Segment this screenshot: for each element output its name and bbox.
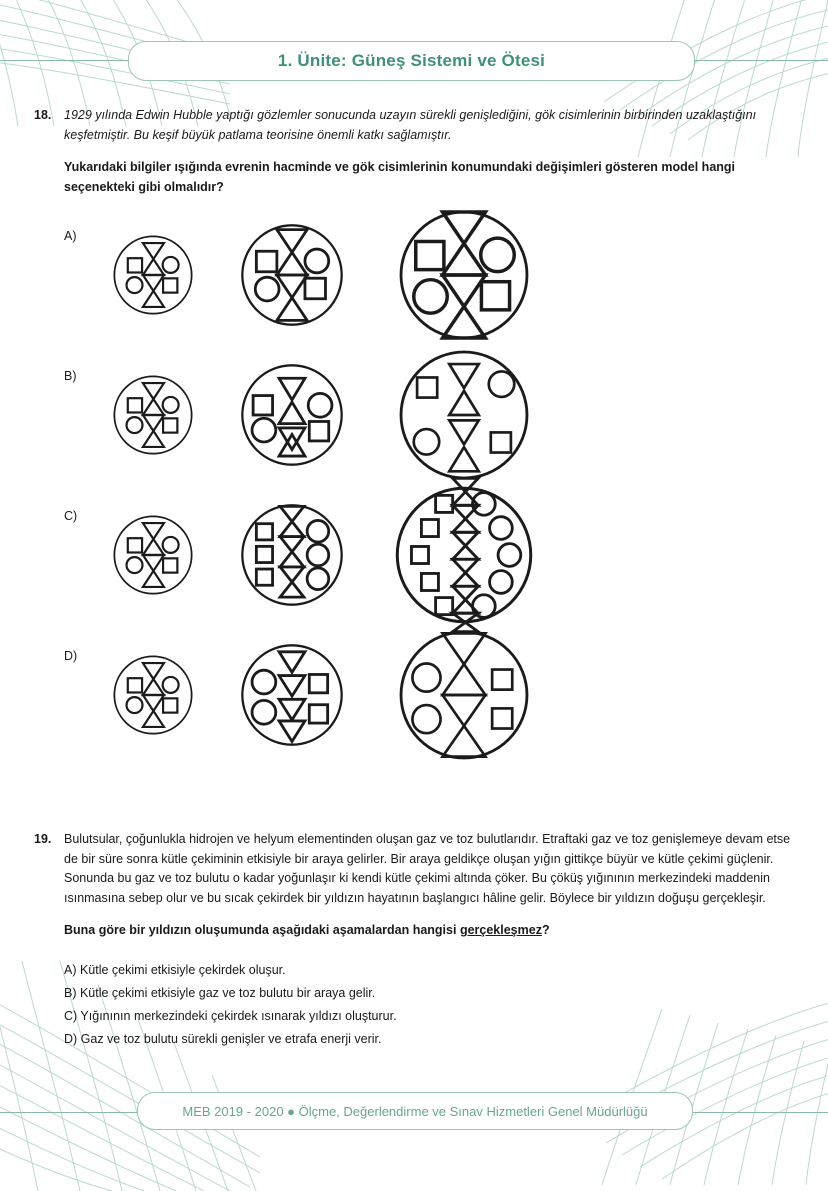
question-19-number: 19. bbox=[34, 832, 52, 846]
option-d-stage-1 bbox=[98, 625, 208, 765]
question-19-ask-suffix: ? bbox=[541, 923, 550, 937]
question-18-figure-options: A) bbox=[60, 205, 820, 765]
question-18-number: 18. bbox=[34, 108, 52, 122]
option-a-stage-2 bbox=[222, 205, 362, 345]
unit-title-banner: 1. Ünite: Güneş Sistemi ve Ötesi bbox=[128, 41, 695, 81]
figure-option-b[interactable]: B) bbox=[60, 345, 820, 485]
option-b-stage-2 bbox=[222, 345, 362, 485]
question-19-options: A) Kütle çekimi etkisiyle çekirdek oluşu… bbox=[64, 959, 804, 1051]
universe-circle-medium bbox=[241, 224, 343, 326]
option-b-stage-3 bbox=[376, 345, 552, 485]
universe-circle-small bbox=[113, 235, 193, 315]
universe-circle-medium bbox=[241, 504, 343, 606]
unit-title-text: 1. Ünite: Güneş Sistemi ve Ötesi bbox=[277, 51, 546, 70]
question-19: 19. Bulutsular, çoğunlukla hidrojen ve h… bbox=[34, 830, 804, 1051]
figure-option-b-label: B) bbox=[64, 369, 77, 383]
option-c-stage-1 bbox=[98, 485, 208, 625]
question-18: 18. 1929 yılında Edwin Hubble yaptığı gö… bbox=[34, 106, 804, 197]
figure-option-d-label: D) bbox=[64, 649, 78, 663]
question-19-option-d[interactable]: D) Gaz ve toz bulutu sürekli genişler ve… bbox=[64, 1031, 382, 1046]
question-19-stem: Bulutsular, çoğunlukla hidrojen ve helyu… bbox=[64, 832, 791, 905]
question-18-stem: 1929 yılında Edwin Hubble yaptığı gözlem… bbox=[64, 108, 757, 142]
footer-text: MEB 2019 - 2020 ● Ölçme, Değerlendirme v… bbox=[182, 1103, 648, 1119]
universe-circle-medium bbox=[241, 644, 343, 746]
question-19-ask-underlined: gerçekleşmez bbox=[459, 923, 542, 937]
figure-option-c[interactable]: C) bbox=[60, 476, 820, 634]
question-19-option-a[interactable]: A) Kütle çekimi etkisiyle çekirdek oluşu… bbox=[64, 962, 286, 977]
option-c-stage-2 bbox=[222, 485, 362, 625]
question-19-option-c[interactable]: C) Yığınının merkezindeki çekirdek ısına… bbox=[64, 1008, 397, 1023]
figure-option-a-label: A) bbox=[64, 229, 77, 243]
universe-circle-large bbox=[399, 210, 529, 340]
option-b-stage-1 bbox=[98, 345, 208, 485]
option-a-stage-1 bbox=[98, 205, 208, 345]
universe-circle-medium bbox=[241, 364, 343, 466]
question-19-ask-prefix: Buna göre bir yıldızın oluşumunda aşağıd… bbox=[64, 923, 460, 937]
option-d-stage-3 bbox=[376, 625, 552, 765]
figure-option-a[interactable]: A) bbox=[60, 205, 820, 345]
option-a-stage-3 bbox=[376, 205, 552, 345]
question-18-ask: Yukarıdaki bilgiler ışığında evrenin hac… bbox=[64, 160, 736, 194]
universe-circle-large bbox=[399, 630, 529, 760]
universe-circle-small bbox=[113, 515, 193, 595]
question-19-option-b[interactable]: B) Kütle çekimi etkisiyle gaz ve toz bul… bbox=[64, 985, 376, 1000]
option-c-stage-3 bbox=[376, 476, 552, 634]
universe-circle-large bbox=[399, 350, 529, 480]
question-19-ask: Buna göre bir yıldızın oluşumunda aşağıd… bbox=[64, 921, 804, 941]
universe-circle-small bbox=[113, 375, 193, 455]
figure-option-c-label: C) bbox=[64, 509, 78, 523]
figure-option-d[interactable]: D) bbox=[60, 625, 820, 765]
footer-banner: MEB 2019 - 2020 ● Ölçme, Değerlendirme v… bbox=[137, 1092, 693, 1130]
universe-circle-small bbox=[113, 655, 193, 735]
option-d-stage-2 bbox=[222, 625, 362, 765]
universe-circle-large bbox=[395, 476, 533, 634]
